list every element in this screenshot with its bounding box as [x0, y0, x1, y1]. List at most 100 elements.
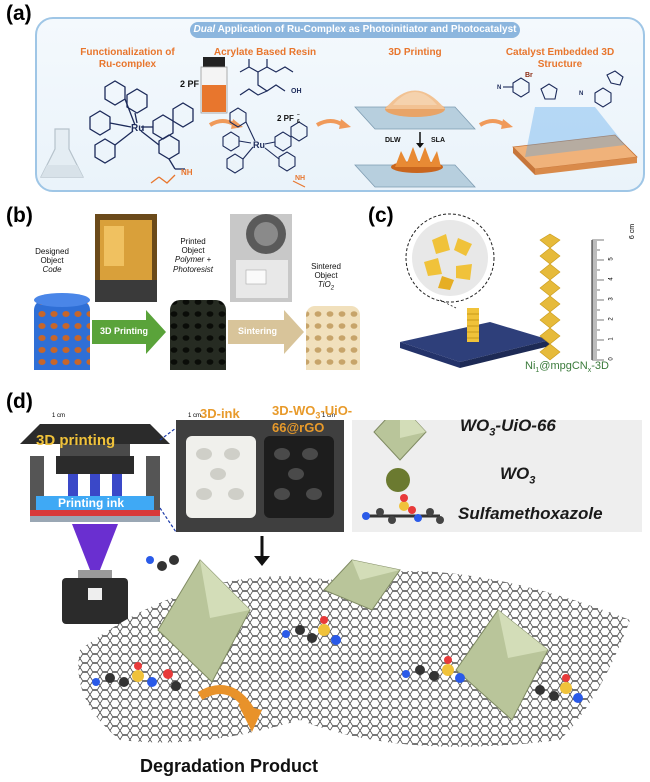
step3-title: 3D Printing — [388, 47, 442, 58]
scale-bar-1-label: 1 cm — [52, 413, 66, 419]
resin-vial — [200, 57, 228, 114]
molecule-5 — [146, 555, 179, 571]
step4-title-line2: Structure — [537, 59, 583, 70]
caption-sub2: x — [587, 367, 592, 375]
printing-arrow — [92, 310, 166, 354]
molecule-3 — [402, 656, 465, 683]
printing-plate-bottom — [354, 147, 476, 188]
step1-title: Functionalization of Ru-complex — [60, 47, 195, 71]
step1-title-line1: Functionalization of — [80, 47, 175, 58]
sla-label: SLA — [431, 137, 445, 144]
caption-mid: @mpgCN — [539, 360, 588, 372]
pf6-sub-2: 6 — [297, 119, 300, 125]
sintered-caption-line1: Sintered — [311, 262, 341, 271]
legend2-sub: 3 — [529, 474, 536, 487]
panel-a-label: (a) — [6, 2, 32, 25]
ru-label-2: Ru — [253, 140, 265, 150]
photo-label2-sub: 3 — [315, 410, 321, 421]
legend2-text: WO — [500, 464, 530, 483]
sphere-structure — [412, 220, 488, 296]
pf6-label-1: 2 PF — [180, 79, 200, 89]
legend-wo3-uio-66: WO3-UiO-66 — [460, 416, 556, 438]
legend-wo3: WO3 — [500, 464, 535, 486]
printing-plate-top — [354, 90, 476, 130]
sulfamethoxazole-icon — [362, 494, 444, 524]
banner-rest: Application of Ru-Complex as Photoinitia… — [215, 24, 517, 35]
pf6-label-2: 2 PF — [277, 114, 294, 123]
banner-dual: Dual — [193, 24, 216, 35]
printer-device — [20, 424, 170, 522]
printer-title: 3D printing — [36, 432, 116, 449]
octahedron-3 — [455, 609, 549, 721]
octahedron-2 — [323, 559, 401, 611]
sintering-arrow — [228, 310, 304, 354]
designed-caption-line3: Code — [42, 265, 62, 275]
sintered-caption-line2: Object — [314, 271, 338, 281]
panel-a-banner: Dual Application of Ru-Complex as Photoi… — [190, 22, 520, 38]
octahedron-icon — [373, 420, 427, 461]
step1-title-line2: Ru-complex — [98, 59, 157, 70]
sintered-object-caption: Sintered Object TiO2 — [296, 262, 356, 293]
sintered-caption-tio: TiO — [317, 280, 331, 290]
printed-caption-line3: Polymer + — [174, 255, 212, 265]
step-arrow-2 — [316, 119, 345, 127]
printed-object-caption: Printed Object Polymer + Photoresist — [158, 237, 228, 274]
printing-arrow-label: 3D Printing — [100, 326, 149, 336]
ru-label-1: Ru — [131, 123, 144, 134]
panel-c-label: (c) — [368, 204, 394, 227]
ruler-tick-label: 1 — [608, 337, 615, 341]
sintering-arrow-label: Sintering — [238, 326, 278, 336]
legend1-text: WO — [460, 416, 490, 435]
light-source — [62, 570, 128, 624]
n-label-1: N — [497, 85, 501, 91]
step4-title: Catalyst Embedded 3D Structure — [490, 47, 630, 71]
designed-caption-line1: Designed — [35, 247, 69, 256]
ruler-unit-label: 6 cm — [629, 223, 637, 240]
oh-label: OH — [291, 88, 302, 95]
designed-caption-line2: Object — [40, 256, 64, 266]
designed-object — [34, 300, 90, 370]
caption-sub1: 1 — [535, 367, 540, 375]
ruler-tick-label: 2 — [608, 317, 615, 321]
designed-object-caption: Designed Object Code — [22, 247, 82, 275]
ruler-tick-label: 0 — [608, 357, 615, 361]
molecule-2 — [282, 616, 341, 645]
ruler-tick-label: 3 — [608, 297, 615, 301]
light-beam — [72, 524, 118, 570]
flask-icon — [40, 128, 84, 178]
wo3-sphere-icon — [386, 468, 410, 492]
photo-label2-part1: 3D-WO — [272, 403, 316, 418]
printed-object — [170, 300, 226, 370]
ru-complex-structure-2 — [222, 107, 308, 174]
legend1-sub: 3 — [489, 426, 496, 439]
molecule-1 — [92, 662, 181, 691]
sintered-caption-sub: 2 — [330, 285, 335, 292]
printing-ink-label: Printing ink — [58, 496, 124, 510]
panel-b-illustration — [34, 214, 360, 370]
panel-c-illustration — [400, 213, 604, 368]
pf6-sup-2: − — [297, 112, 300, 118]
photo-label2-line2: 66@rGO — [272, 419, 325, 435]
panel-d-label: (d) — [6, 390, 33, 413]
degradation-product-label: Degradation Product — [140, 756, 319, 776]
reactant-structures — [503, 70, 624, 108]
panel-a-illustration: Ru 2 PF 6 − NH OH Ru 2 PF 6 − NH — [40, 57, 638, 188]
scale-bar-3-label: 1 cm — [322, 413, 336, 419]
nh-label-1: NH — [181, 168, 193, 177]
n-label-2: N — [579, 91, 583, 97]
sintered-object — [306, 306, 360, 370]
photo-label-3d-wo3: 3D-WO3-UiO- 66@rGO — [272, 403, 353, 436]
photo-label2-part2: -UiO- — [320, 403, 353, 418]
ruler-tick-label: 4 — [608, 277, 615, 281]
caption-prefix: Ni — [525, 360, 536, 372]
nh-label-2: NH — [295, 175, 305, 182]
caption-suffix: -3D — [591, 360, 609, 372]
step-arrow-3 — [478, 119, 507, 127]
ni-catalyst-caption: Ni1@mpgCNx-3D — [525, 360, 609, 374]
molecule-4 — [535, 674, 583, 703]
ru-complex-structure-1 — [89, 80, 194, 170]
step4-title-line1: Catalyst Embedded 3D — [505, 47, 615, 58]
ruler — [591, 239, 604, 361]
printed-caption-line2: Object — [181, 246, 205, 256]
panel-d-illustration — [20, 420, 642, 747]
